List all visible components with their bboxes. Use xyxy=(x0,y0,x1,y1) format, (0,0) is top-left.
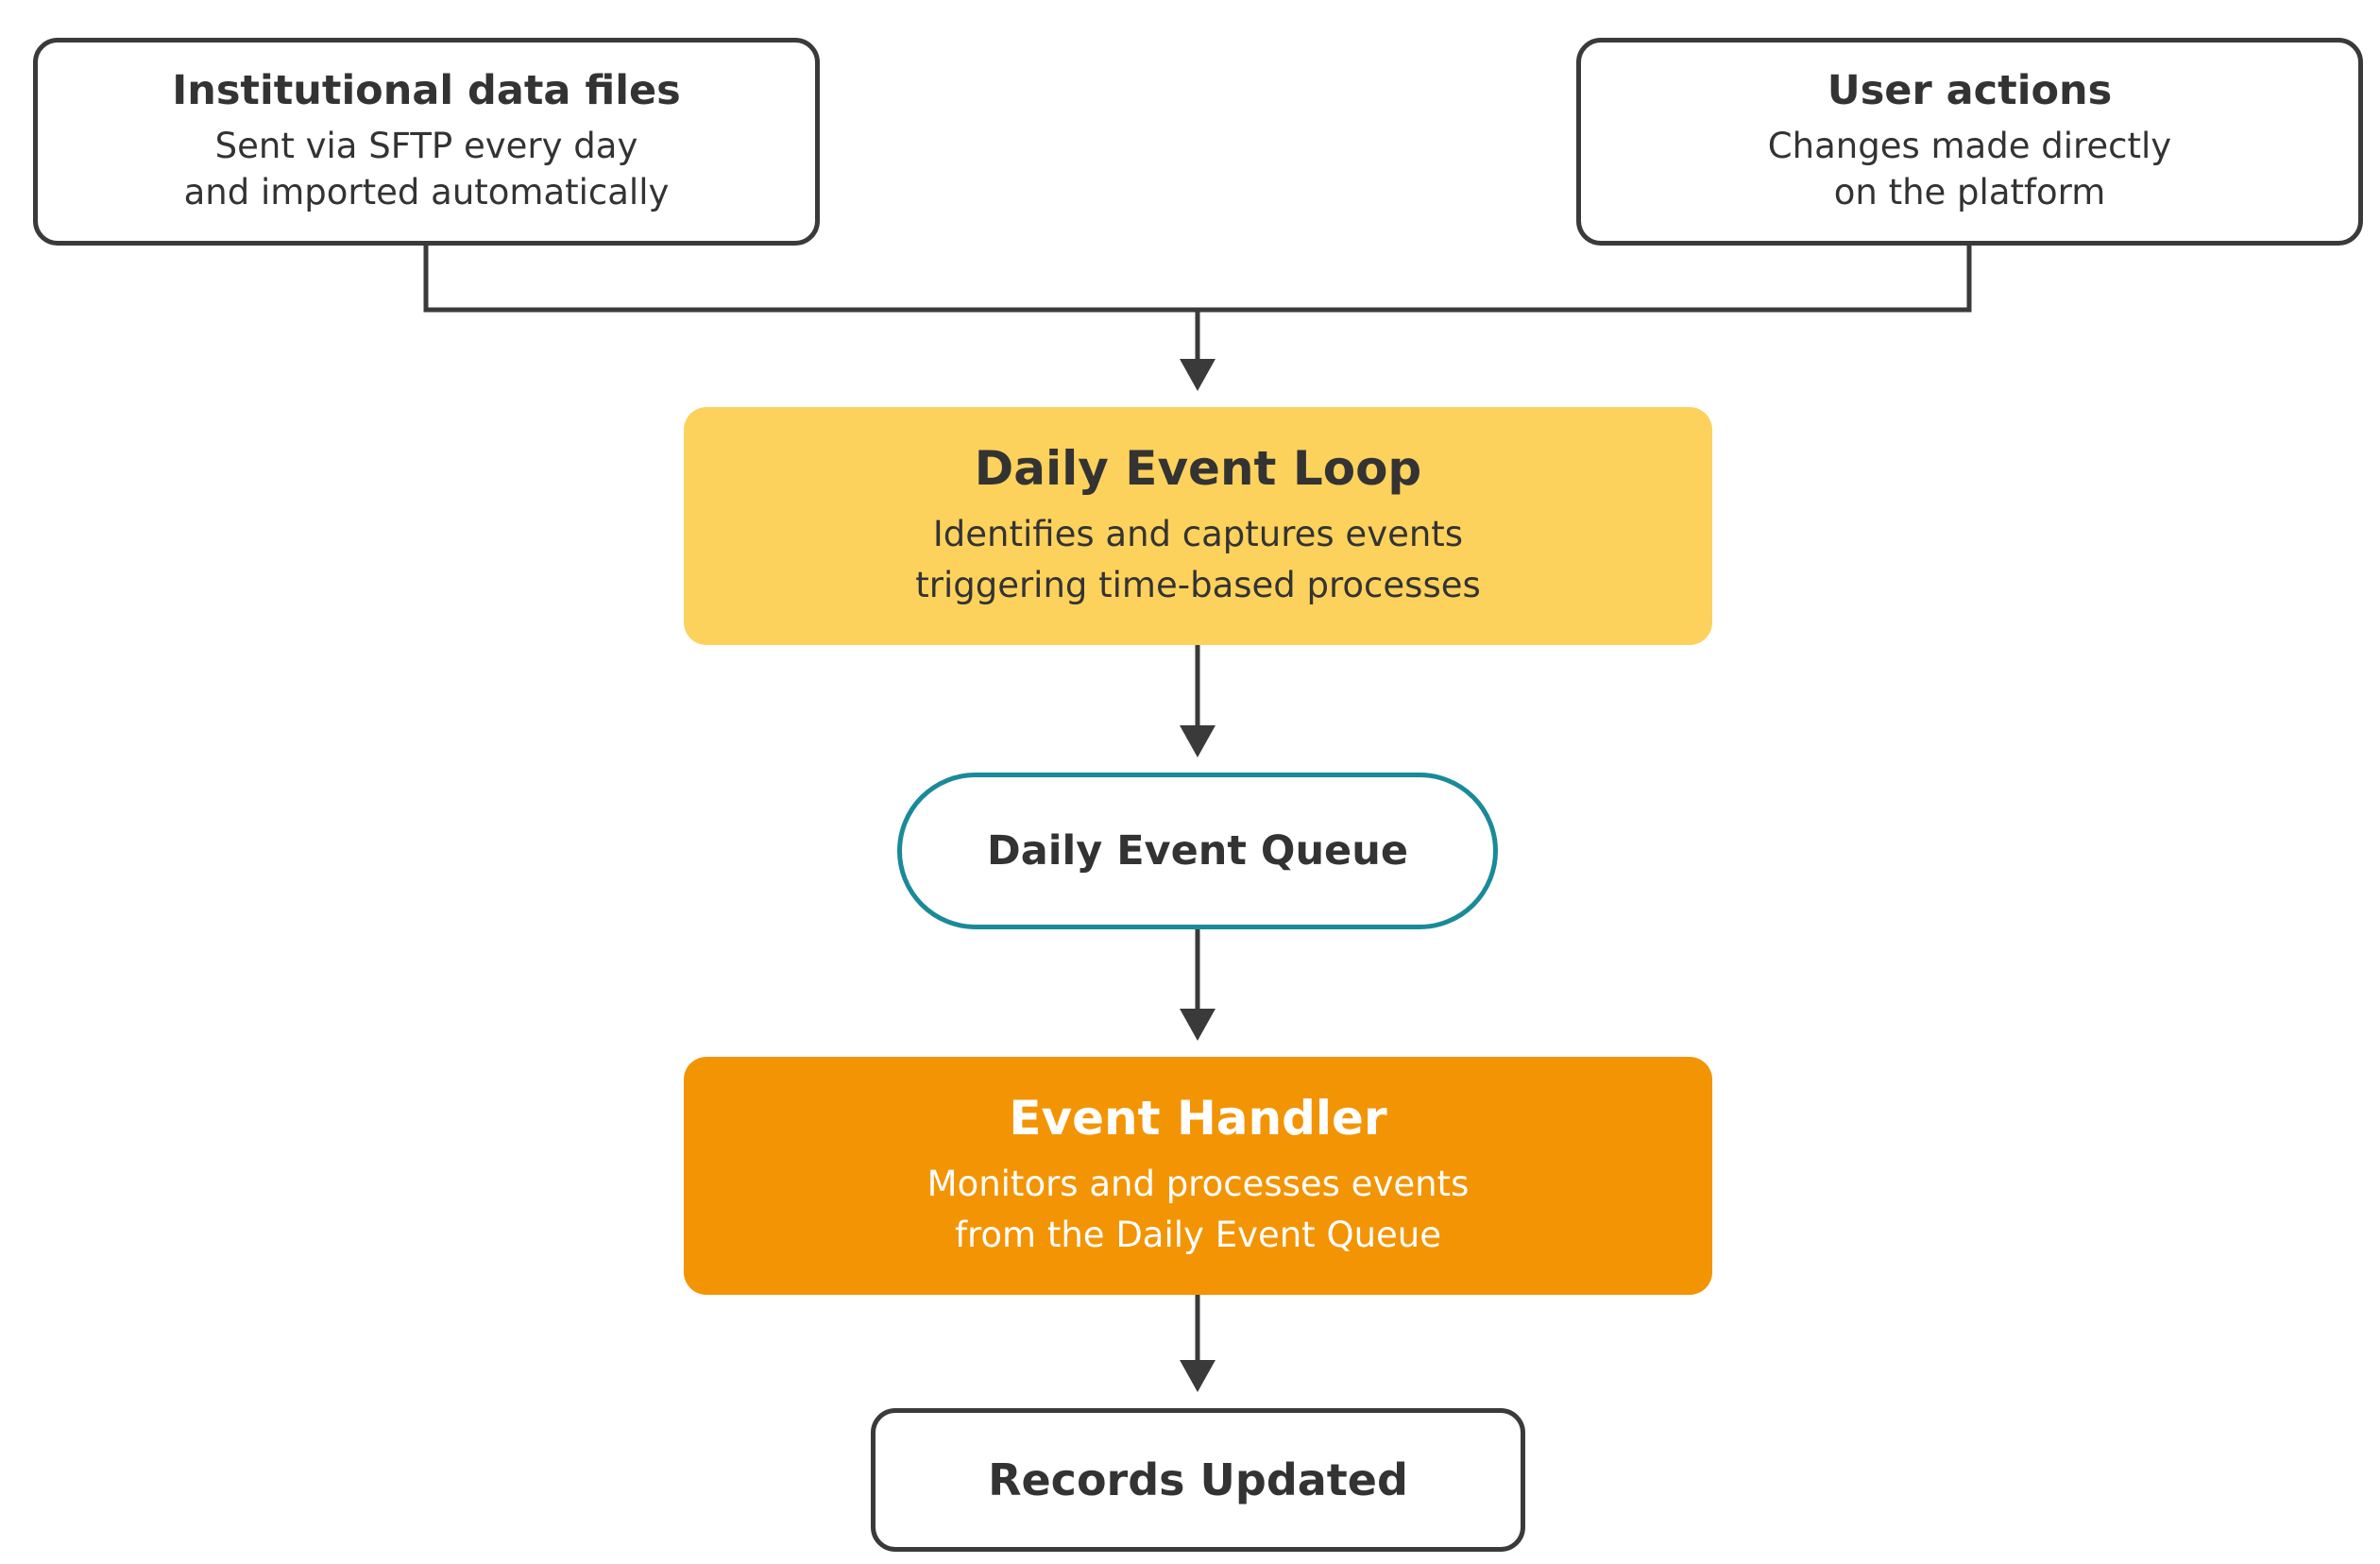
node-description: Monitors and processes events from the D… xyxy=(926,1164,1470,1255)
institutional-data-files-node: Institutional data files Sent via SFTP e… xyxy=(33,38,820,246)
node-title: Records Updated xyxy=(988,1454,1408,1505)
node-description: Identifies and captures events triggerin… xyxy=(915,514,1481,605)
event-handler-node: Event Handler Monitors and processes eve… xyxy=(684,1057,1712,1295)
node-description: Changes made directly on the platform xyxy=(1767,126,2172,212)
node-description: Sent via SFTP every day and imported aut… xyxy=(183,126,670,212)
arrowhead-to-queue xyxy=(1180,725,1216,757)
arrowhead-to-records xyxy=(1180,1360,1216,1392)
connector-user-actions xyxy=(1198,246,1972,313)
daily-event-queue-node: Daily Event Queue xyxy=(897,773,1498,929)
arrowhead-to-handler xyxy=(1180,1009,1216,1041)
node-title: User actions xyxy=(1827,67,2113,115)
arrowhead-to-loop xyxy=(1180,359,1216,391)
connector-institutional-data xyxy=(423,246,1198,313)
node-title: Daily Event Queue xyxy=(987,827,1408,875)
node-title: Institutional data files xyxy=(172,67,681,115)
records-updated-node: Records Updated xyxy=(871,1408,1525,1552)
user-actions-node: User actions Changes made directly on th… xyxy=(1576,38,2363,246)
daily-event-loop-node: Daily Event Loop Identifies and captures… xyxy=(684,407,1712,645)
node-title: Daily Event Loop xyxy=(974,441,1422,497)
node-title: Event Handler xyxy=(1009,1091,1387,1147)
